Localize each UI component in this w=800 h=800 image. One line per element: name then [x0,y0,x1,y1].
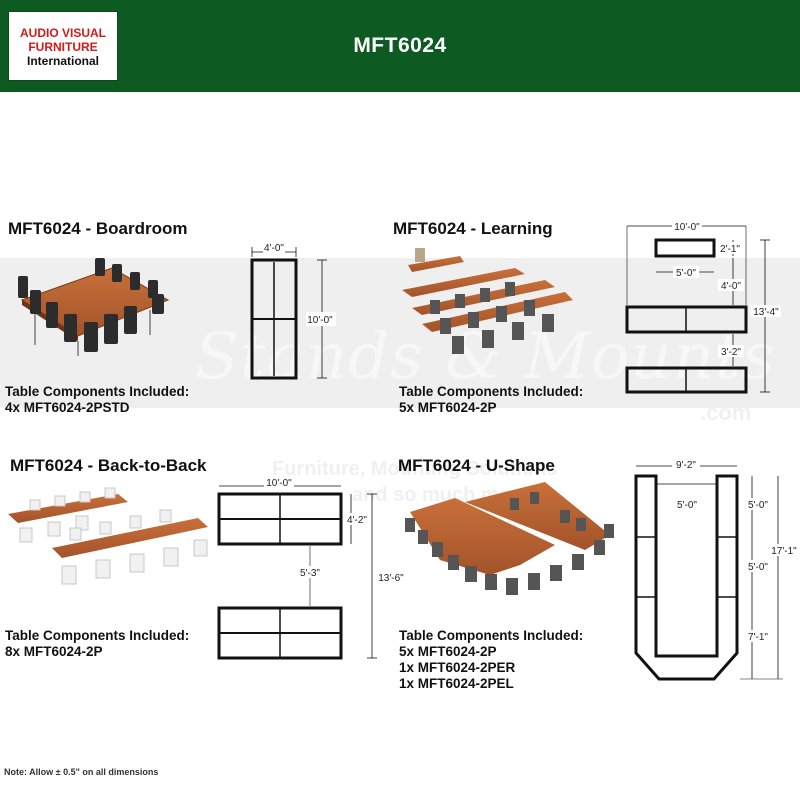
u-shape-components: Table Components Included: 5x MFT6024-2P… [399,628,583,692]
boardroom-plan [250,247,327,380]
u-shape-inner: 5'-0" [677,500,697,511]
boardroom-photo [18,258,170,356]
boardroom-title: MFT6024 - Boardroom [8,219,188,238]
component-item: 1x MFT6024-2PER [399,660,516,675]
back-to-back-photo [8,487,208,585]
u-shape-photo [405,482,614,595]
u-shape-seg-2: 5'-0" [748,562,768,573]
back-to-back-plan [217,485,377,660]
watermark-dotcom: .com [700,400,752,425]
u-shape-seg-1: 5'-0" [748,500,768,511]
u-shape-width: 9'-2" [676,460,696,471]
boardroom-components: Table Components Included: 4x MFT6024-2P… [5,384,189,416]
components-label: Table Components Included: [399,628,584,643]
u-shape-plan [634,465,783,681]
logo-line-1: AUDIO VISUAL [19,26,106,40]
watermark-tagline-1: Furniture, Mounting Solutions [272,458,558,480]
learning-components: Table Components Included: 5x MFT6024-2P [399,384,583,416]
back-to-back-overall: 13'-6" [378,573,404,584]
component-item: 8x MFT6024-2P [5,644,103,659]
logo-line-3: International [26,54,99,68]
company-logo[interactable]: AUDIO VISUAL FURNITURE International [9,12,117,80]
learning-gap-1: 4'-0" [721,281,741,292]
back-to-back-gap: 5'-3" [300,568,320,579]
back-to-back-width: 10'-0" [266,478,292,489]
boardroom-width-dim: 4'-0" [264,243,284,254]
u-shape-overall: 17'-1" [771,546,797,557]
u-shape-seg-3: 7'-1" [748,632,768,643]
learning-photo [402,248,573,354]
learning-overall-width: 10'-0" [674,222,700,233]
back-to-back-title: MFT6024 - Back-to-Back [10,456,207,475]
components-label: Table Components Included: [399,384,584,399]
component-item: 5x MFT6024-2P [399,644,497,659]
component-item: 4x MFT6024-2PSTD [5,400,130,415]
components-label: Table Components Included: [5,384,190,399]
components-label: Table Components Included: [5,628,190,643]
learning-plan [625,225,770,394]
learning-title: MFT6024 - Learning [393,219,553,238]
header-bar: AUDIO VISUAL FURNITURE International MFT… [0,0,800,92]
learning-depth: 2'-1" [720,244,740,255]
learning-overall-length: 13'-4" [753,307,779,318]
back-to-back-components: Table Components Included: 8x MFT6024-2P [5,628,189,660]
learning-front-width: 5'-0" [676,268,696,279]
page-title: MFT6024 [353,34,447,57]
boardroom-length-dim: 10'-0" [307,315,333,326]
u-shape-title: MFT6024 - U-Shape [398,456,555,475]
dimension-note: Note: Allow ± 0.5" on all dimensions [4,767,159,777]
component-item: 5x MFT6024-2P [399,400,497,415]
learning-gap-2: 3'-2" [721,347,741,358]
back-to-back-depth: 4'-2" [347,515,367,526]
component-item: 1x MFT6024-2PEL [399,676,514,691]
logo-line-2: FURNITURE [28,40,98,54]
